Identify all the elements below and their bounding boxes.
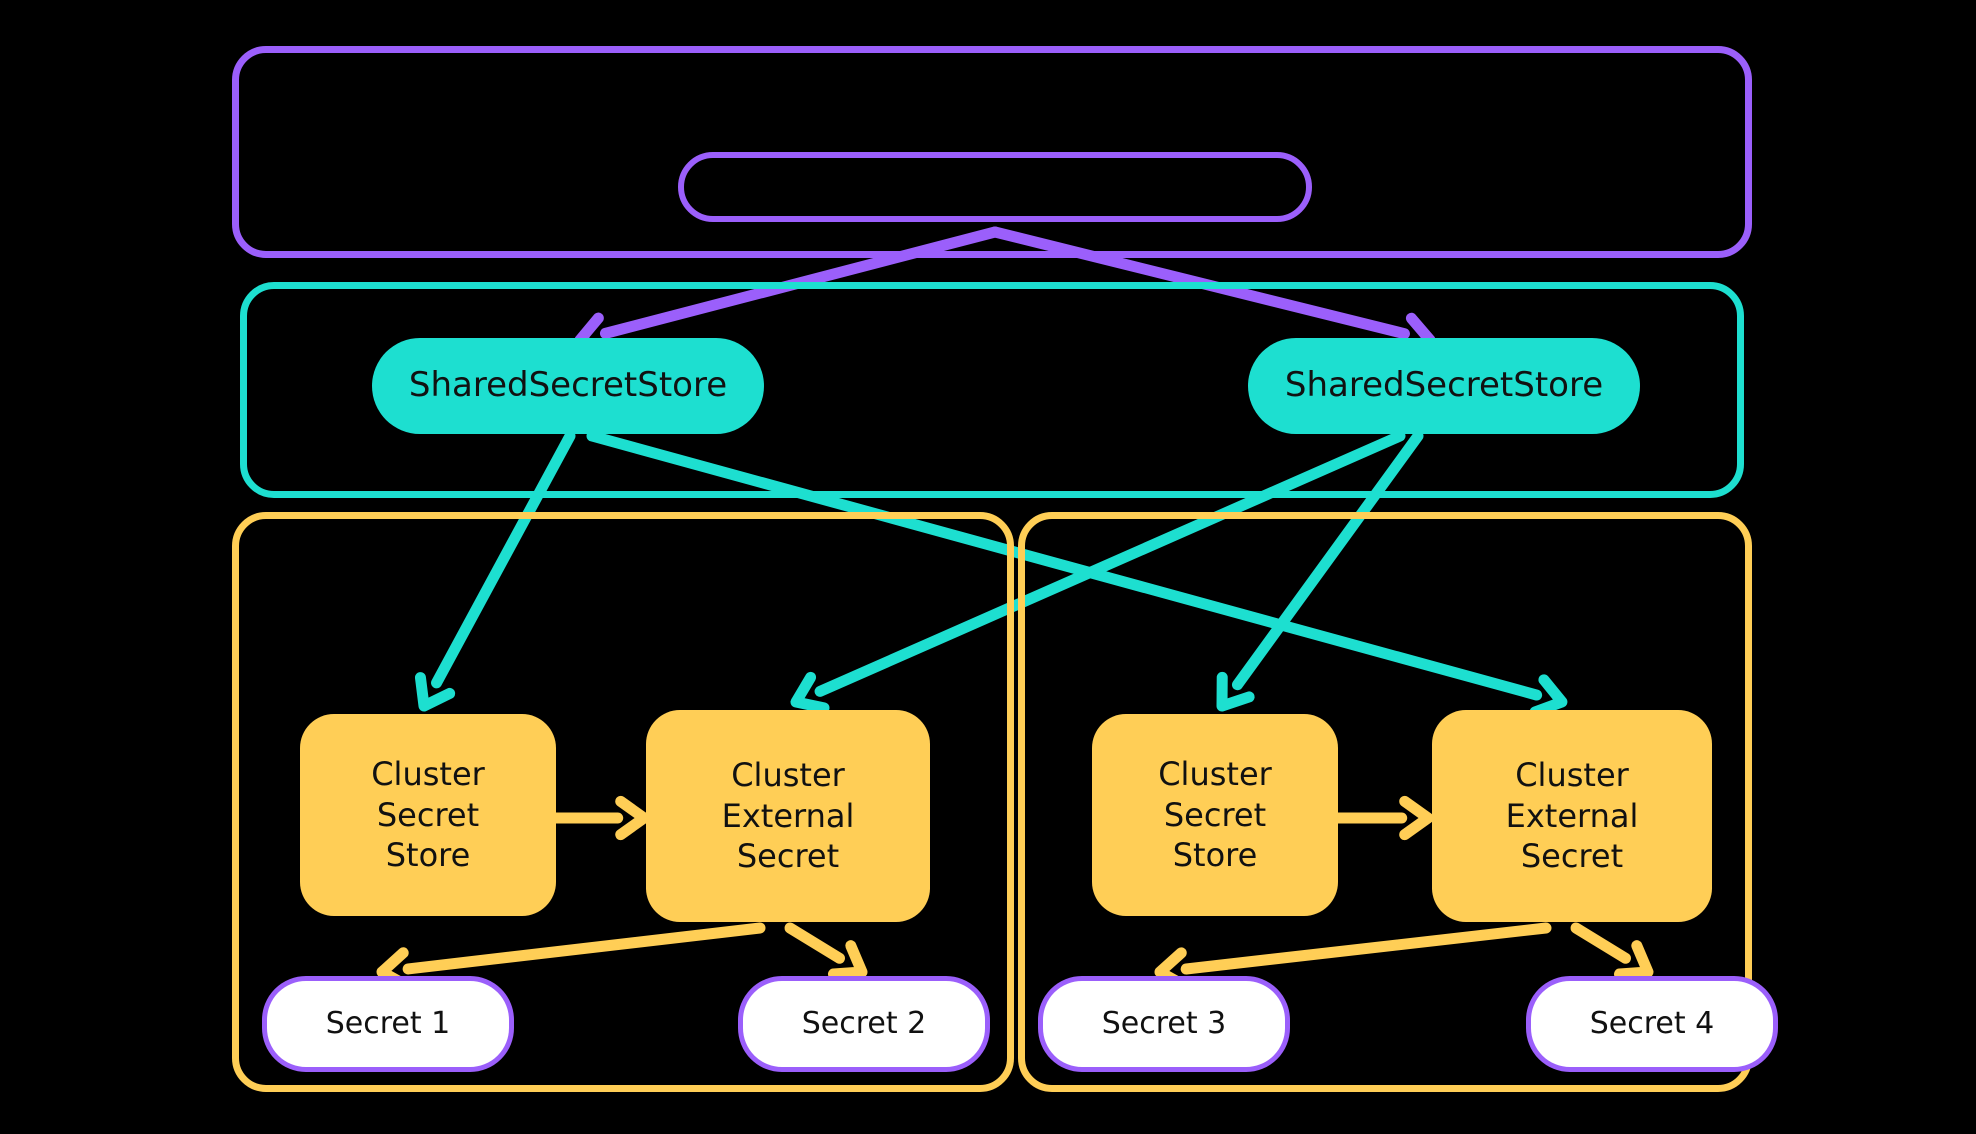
node-label: Secret 3 — [1101, 1005, 1227, 1041]
node-label: Cluster External Secret — [721, 755, 855, 876]
node-label: Cluster Secret Store — [1158, 754, 1272, 875]
node-shared-secret-store-1[interactable]: SharedSecretStore — [372, 338, 764, 434]
group-teal-middle — [240, 282, 1744, 498]
node-label: SharedSecretStore — [1284, 365, 1604, 406]
node-label: Cluster External Secret — [1505, 755, 1639, 876]
node-label: Secret 4 — [1589, 1005, 1715, 1041]
node-shared-secret-store-2[interactable]: SharedSecretStore — [1248, 338, 1640, 434]
node-root-store[interactable] — [678, 152, 1312, 222]
group-yellow-left — [232, 512, 1014, 1092]
node-secret-3[interactable]: Secret 3 — [1038, 976, 1290, 1072]
node-secret-1[interactable]: Secret 1 — [262, 976, 514, 1072]
node-label: Secret 2 — [801, 1005, 927, 1041]
node-cluster-external-secret-1[interactable]: Cluster External Secret — [646, 710, 930, 922]
node-label: Secret 1 — [325, 1005, 451, 1041]
node-secret-4[interactable]: Secret 4 — [1526, 976, 1778, 1072]
node-label: Cluster Secret Store — [371, 754, 485, 875]
node-cluster-secret-store-1[interactable]: Cluster Secret Store — [300, 714, 556, 916]
node-cluster-external-secret-2[interactable]: Cluster External Secret — [1432, 710, 1712, 922]
group-yellow-right — [1018, 512, 1752, 1092]
group-purple-top — [232, 46, 1752, 258]
node-cluster-secret-store-2[interactable]: Cluster Secret Store — [1092, 714, 1338, 916]
node-secret-2[interactable]: Secret 2 — [738, 976, 990, 1072]
node-label: SharedSecretStore — [408, 365, 728, 406]
